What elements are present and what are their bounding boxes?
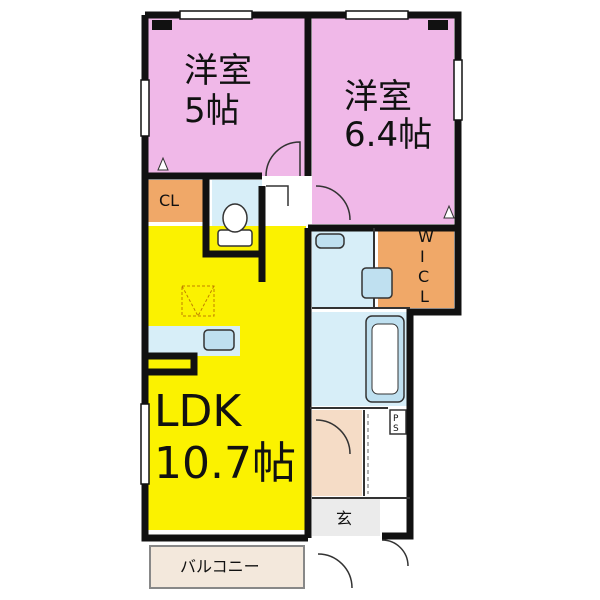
washer bbox=[361, 267, 393, 299]
bedroom-5-room bbox=[148, 18, 308, 176]
bedroom-64-name: 洋室 bbox=[344, 77, 412, 117]
ps-area bbox=[389, 409, 407, 435]
range-hood-icon bbox=[181, 285, 215, 318]
ldk-size: 10.7帖 bbox=[154, 438, 296, 489]
entrance-area bbox=[312, 498, 380, 536]
wic-c: C bbox=[418, 267, 429, 286]
ps-p: P bbox=[393, 414, 399, 424]
bathtub-inner bbox=[371, 323, 399, 395]
corner-block-tl bbox=[152, 20, 172, 30]
balcony-label: バルコニー bbox=[180, 557, 260, 576]
corner-block-tr bbox=[428, 20, 448, 30]
bedroom-64-size: 6.4帖 bbox=[344, 115, 432, 155]
closet-label: CL bbox=[159, 191, 179, 210]
hall-area bbox=[312, 410, 362, 496]
washbasin bbox=[315, 233, 345, 249]
kitchen-sink bbox=[203, 329, 235, 351]
ldk-room bbox=[148, 226, 306, 530]
closet-marker-icon bbox=[157, 156, 169, 171]
balcony-area bbox=[149, 545, 305, 589]
windows bbox=[140, 10, 463, 485]
wic-l: L bbox=[420, 287, 429, 306]
doors bbox=[265, 141, 409, 589]
bedroom-64-room bbox=[312, 18, 454, 224]
bedroom-5-name: 洋室 bbox=[184, 51, 252, 91]
closet-area bbox=[148, 180, 206, 222]
entrance-label: 玄 bbox=[336, 509, 352, 528]
toilet-fixture bbox=[217, 203, 253, 247]
wic-w: W bbox=[418, 227, 434, 246]
bedroom-5-size: 5帖 bbox=[184, 91, 240, 131]
wic-marker-icon bbox=[443, 204, 455, 219]
ldk-name: LDK bbox=[154, 386, 242, 437]
wic-i: I bbox=[420, 247, 425, 266]
ps-s: S bbox=[393, 424, 399, 434]
